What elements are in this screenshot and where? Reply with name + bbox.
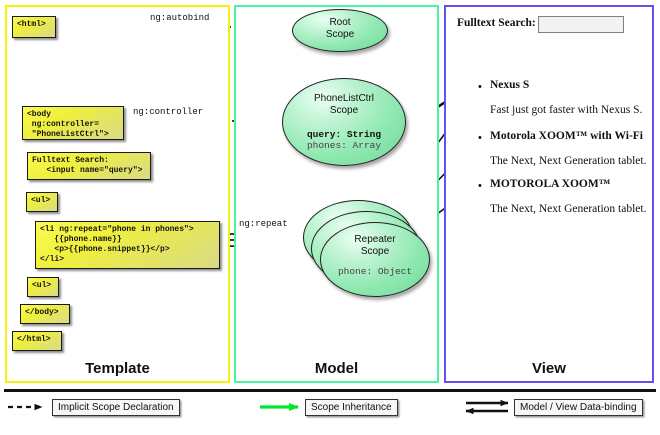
view-list-item-name-2: Motorola XOOM™ with Wi-Fi [490, 130, 644, 142]
scope-repeater-title-line-1: Repeater [354, 234, 396, 245]
edge-label-ng-autobind: ng:autobind [150, 13, 210, 23]
view-search-label: Fulltext Search: [457, 17, 536, 29]
view-list-item-name-3: MOTOROLA XOOM™ [490, 178, 611, 190]
template-box-html-open: <html> [12, 16, 56, 38]
scope-repeater-front: Repeater Scope phone: Object [320, 222, 430, 297]
panel-model-title: Model [314, 360, 359, 377]
legend-item-model-view-data-binding: Model / View Data-binding [514, 399, 643, 416]
legend-item-scope-inheritance: Scope Inheritance [305, 399, 398, 416]
view-list-item-snippet-3: The Next, Next Generation tablet. [490, 203, 647, 215]
edge-label-ng-controller: ng:controller [133, 107, 204, 117]
panel-view-title: View [532, 360, 566, 377]
scope-repeater-title-line-2: Scope [360, 246, 390, 257]
legend-arrow-layer [8, 399, 509, 415]
scope-phonelistctrl-prop-phones: phones: Array [306, 140, 382, 151]
template-box-ul-open: <ul> [26, 192, 58, 212]
view-list-item-snippet-2: The Next, Next Generation tablet. [490, 155, 647, 167]
view-list-bullet-1: • [478, 81, 482, 93]
template-box-ul-close: <ul> [27, 277, 59, 297]
scope-phonelistctrl-title-line-1: PhoneListCtrl [313, 93, 375, 104]
view-list-bullet-2: • [478, 132, 482, 144]
template-box-li-repeat: <li ng:repeat="phone in phones"> {{phone… [35, 221, 220, 269]
legend-item-implicit-scope-declaration: Implicit Scope Declaration [52, 399, 180, 416]
view-search-input[interactable] [538, 16, 624, 33]
panel-model: Model [234, 5, 439, 383]
view-list-item-name-1: Nexus S [490, 79, 530, 91]
view-list-bullet-3: • [478, 180, 482, 192]
scope-repeater-prop-phone: phone: Object [337, 266, 413, 277]
scope-root-title-line-2: Scope [325, 29, 355, 40]
panel-view: View [444, 5, 654, 383]
scope-phonelistctrl-prop-query: query: String [306, 129, 382, 140]
template-box-search-markup: Fulltext Search: <input name="query"> [27, 152, 151, 180]
scope-phonelistctrl-title-line-2: Scope [329, 105, 359, 116]
template-box-body-close: </body> [20, 304, 70, 324]
legend: Implicit Scope Declaration Scope Inherit… [0, 388, 660, 435]
template-box-html-close: </html> [12, 331, 62, 351]
view-list-item-snippet-1: Fast just got faster with Nexus S. [490, 104, 643, 116]
scope-phonelistctrl: PhoneListCtrl Scope query: String phones… [282, 78, 406, 166]
scope-root-title-line-1: Root [329, 17, 351, 28]
scope-root: Root Scope [292, 9, 388, 52]
edge-label-ng-repeat: ng:repeat [239, 219, 288, 229]
legend-divider [4, 389, 656, 392]
panel-template-title: Template [85, 360, 150, 377]
template-box-body-open: <body ng:controller= "PhoneListCtrl"> [22, 106, 124, 140]
